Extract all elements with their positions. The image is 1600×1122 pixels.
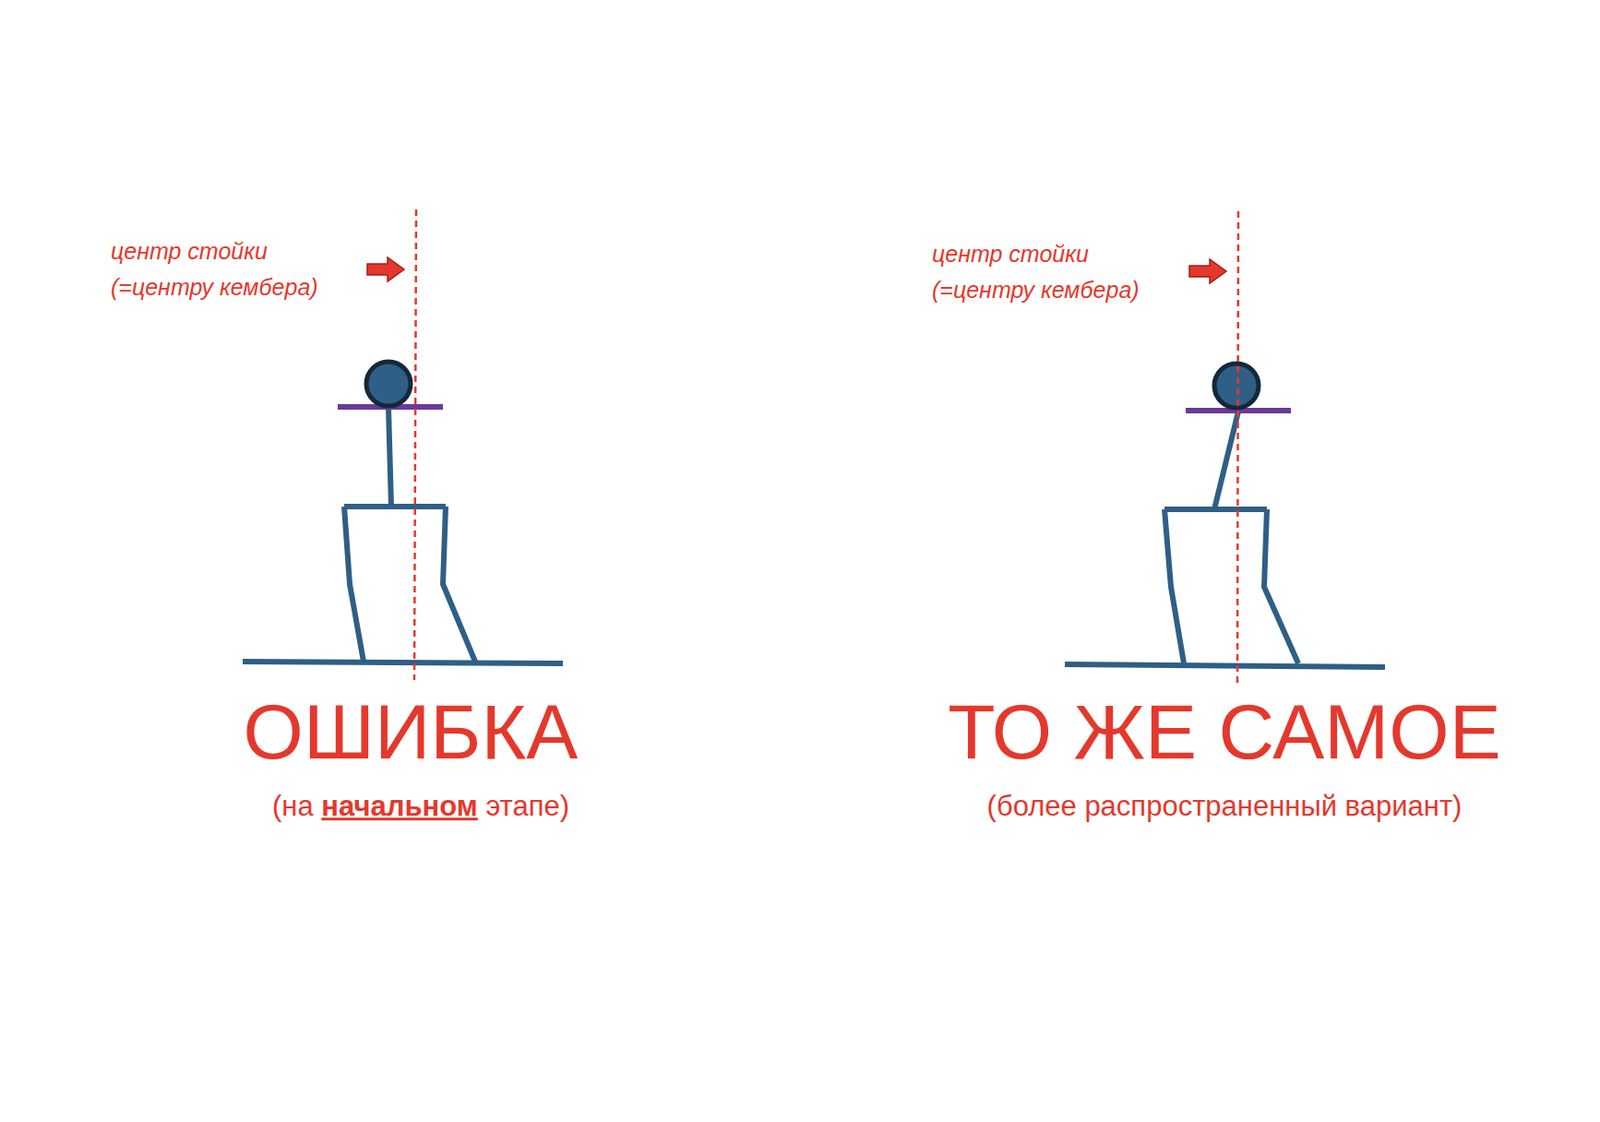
note-text: (=центру кембера)	[110, 274, 319, 301]
note-text: (=центру кембера)	[931, 276, 1140, 304]
pointer-arrow	[367, 257, 405, 282]
hips	[1164, 506, 1267, 513]
head	[1214, 363, 1259, 408]
snowboard	[1064, 664, 1386, 668]
subtitle-group: (наначальномэтапе)	[272, 789, 570, 824]
subtitle-text: (на	[272, 789, 314, 824]
heading: ОШИБКА	[243, 687, 579, 777]
pointer-arrow	[1189, 259, 1227, 284]
head	[366, 361, 411, 406]
right-figure	[1064, 411, 1386, 668]
leg	[1264, 509, 1299, 664]
note-text: центр стойки	[110, 238, 268, 265]
subtitle-text: (более распространенный вариант)	[987, 789, 1463, 824]
hips	[344, 503, 446, 510]
center-line	[1237, 211, 1239, 683]
center-line	[414, 209, 417, 681]
leg	[1164, 509, 1184, 664]
emphasis-text: начальном	[321, 789, 478, 824]
leg	[344, 506, 364, 662]
note-text: центр стойки	[931, 240, 1089, 268]
subtitle-text: этапе)	[485, 789, 570, 824]
torso	[1214, 411, 1239, 510]
left-figure	[242, 407, 563, 664]
torso	[388, 407, 392, 507]
snowboard	[242, 661, 563, 664]
heading: ТО ЖЕ САМОЕ	[947, 687, 1501, 777]
leg	[442, 506, 476, 662]
